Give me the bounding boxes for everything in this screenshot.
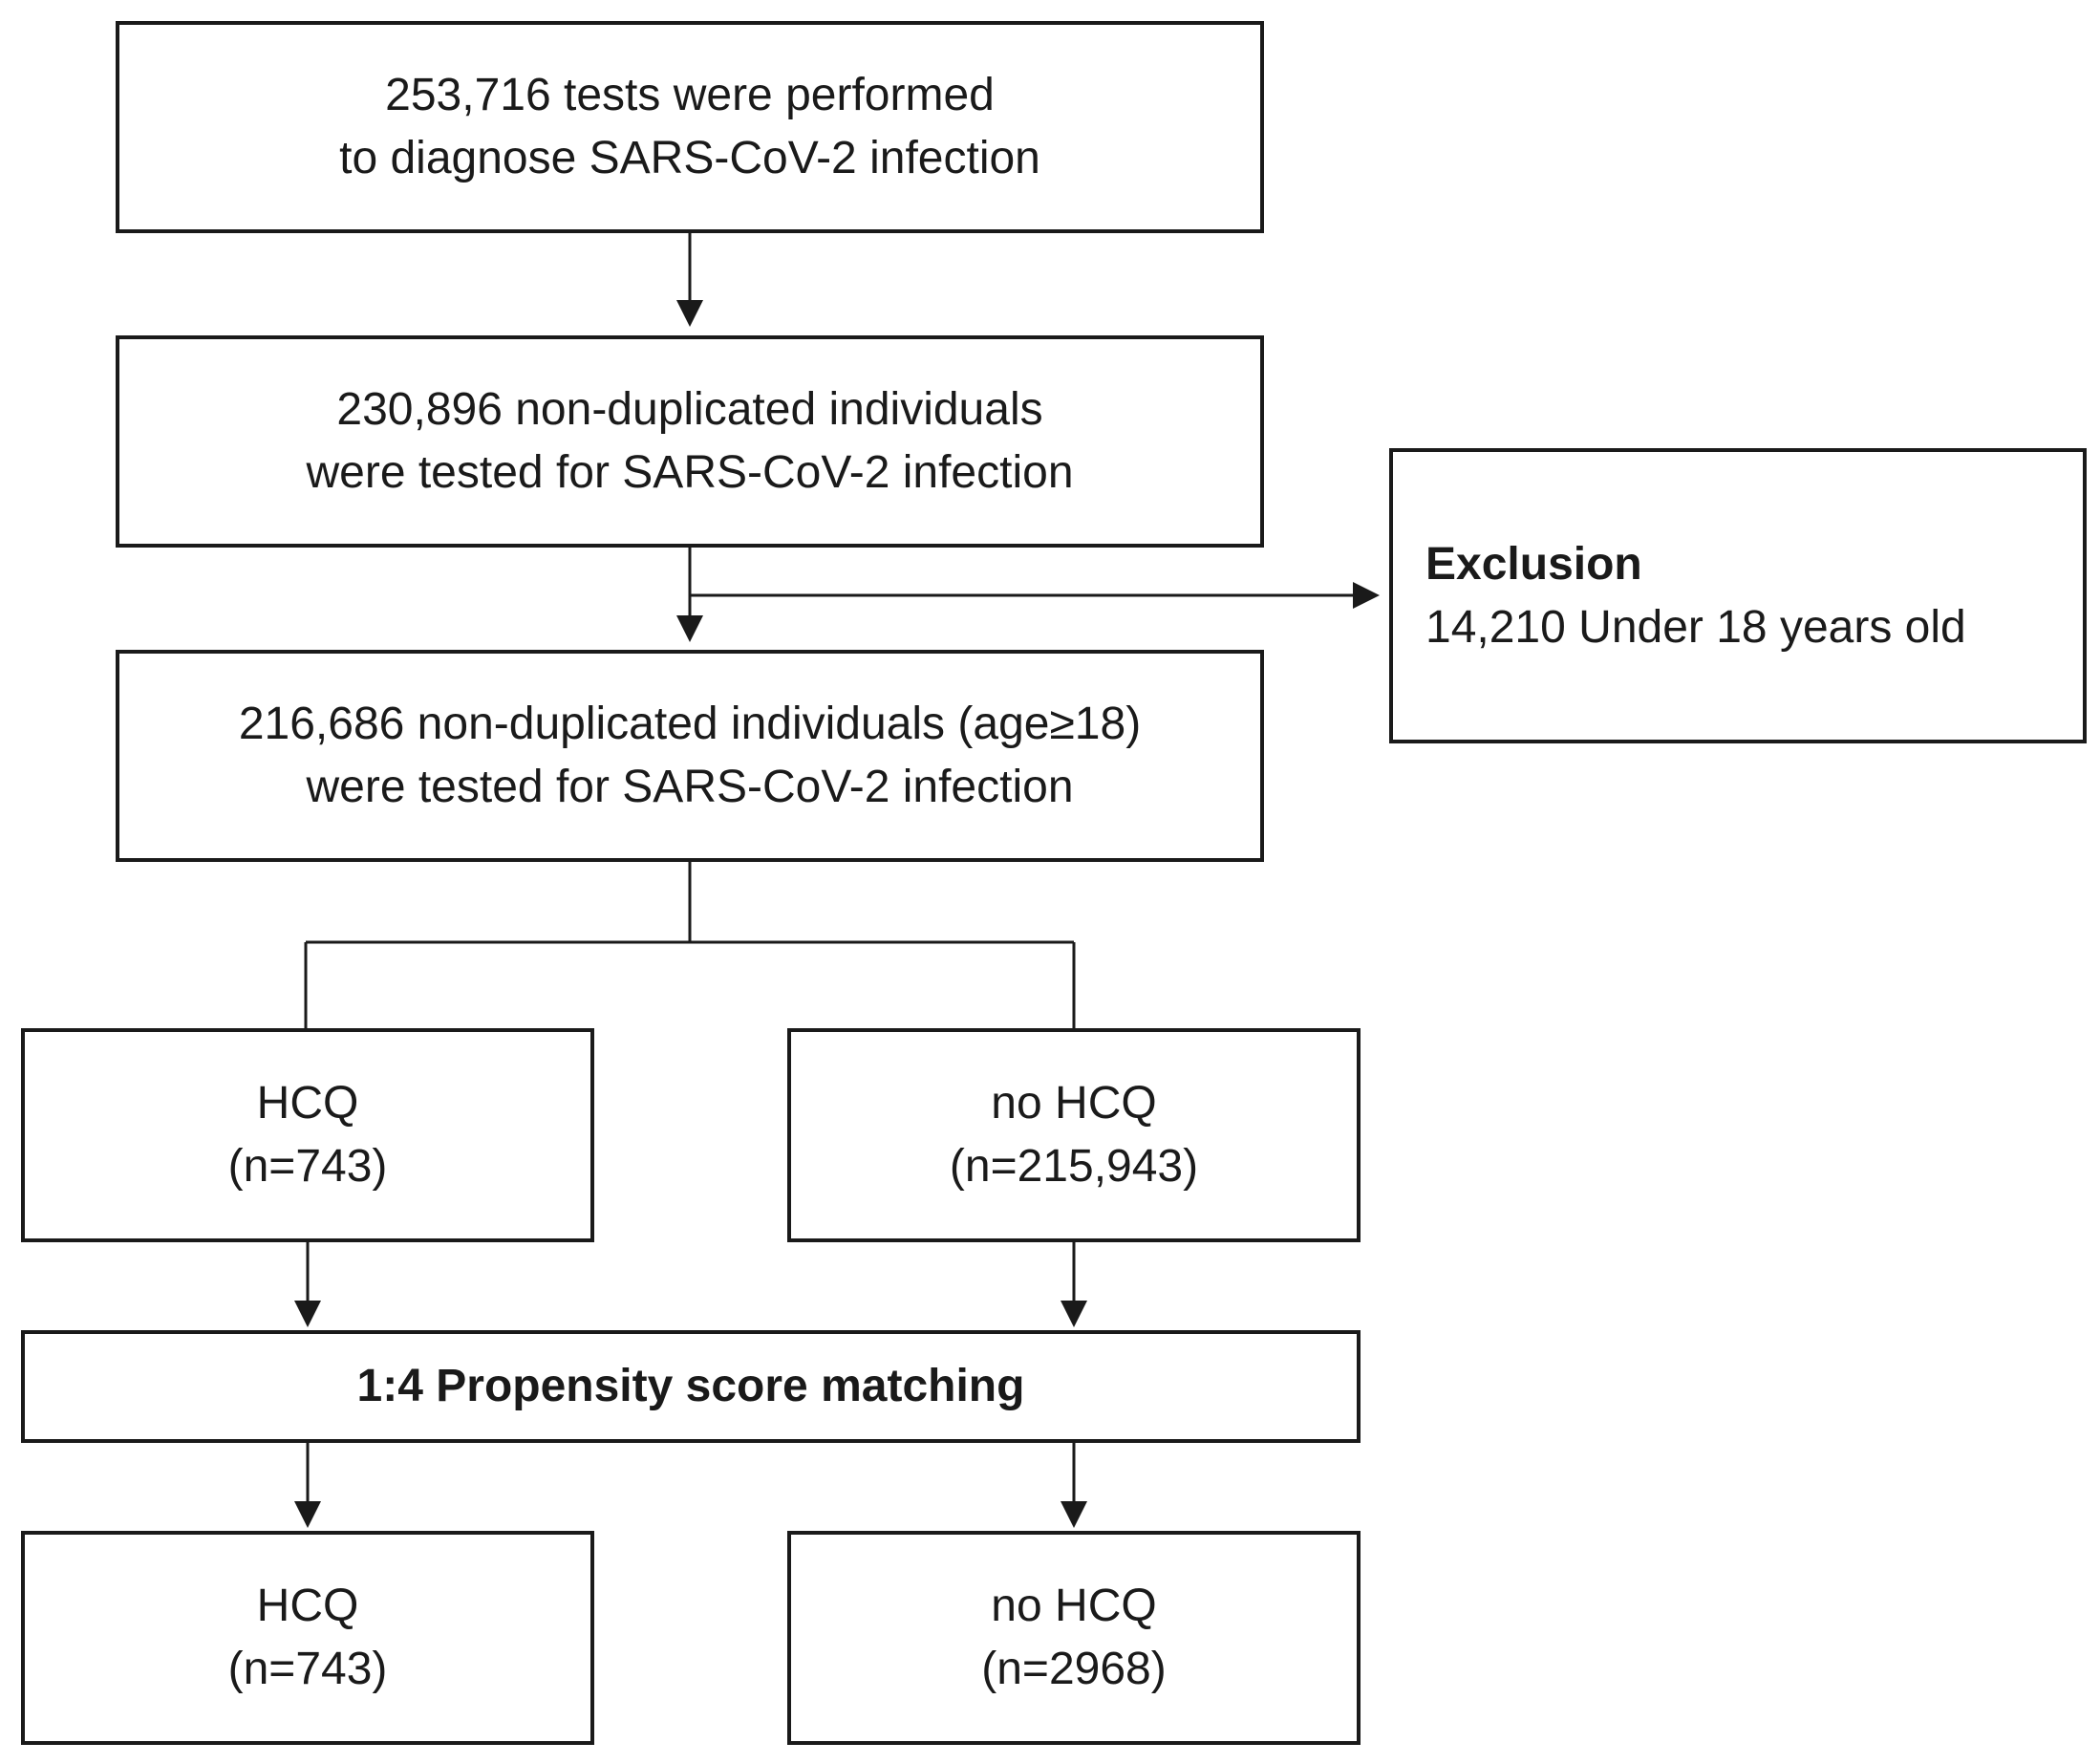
- non-duplicated-line-1: 230,896 non-duplicated individuals: [336, 384, 1043, 435]
- hcq-before-box: HCQ (n=743): [21, 1028, 594, 1242]
- arrowhead-icon: [1353, 582, 1380, 609]
- hcq-before-count: (n=743): [227, 1141, 388, 1192]
- arrowhead-icon: [676, 300, 703, 327]
- tests-line-1: 253,716 tests were performed: [385, 70, 995, 120]
- tests-performed-box: 253,716 tests were performed to diagnose…: [116, 21, 1264, 233]
- hcq-after-label: HCQ: [256, 1581, 359, 1631]
- non-duplicated-box: 230,896 non-duplicated individuals were …: [116, 335, 1264, 548]
- matching-box: 1:4 Propensity score matching: [21, 1330, 1361, 1443]
- no-hcq-after-label: no HCQ: [991, 1581, 1157, 1631]
- arrowhead-icon: [294, 1501, 321, 1528]
- adults-line-2: were tested for SARS-CoV-2 infection: [306, 762, 1074, 812]
- exclusion-detail: 14,210 Under 18 years old: [1425, 601, 1966, 653]
- hcq-after-box: HCQ (n=743): [21, 1531, 594, 1745]
- hcq-after-count: (n=743): [227, 1644, 388, 1694]
- adults-line-1: 216,686 non-duplicated individuals (age≥…: [238, 699, 1142, 749]
- no-hcq-after-box: no HCQ (n=2968): [787, 1531, 1361, 1745]
- arrowhead-icon: [1061, 1301, 1087, 1327]
- hcq-before-label: HCQ: [256, 1078, 359, 1129]
- no-hcq-before-label: no HCQ: [991, 1078, 1157, 1129]
- arrowhead-icon: [676, 615, 703, 642]
- matching-label: 1:4 Propensity score matching: [356, 1361, 1025, 1411]
- no-hcq-after-count: (n=2968): [981, 1644, 1167, 1694]
- no-hcq-before-count: (n=215,943): [949, 1141, 1199, 1192]
- exclusion-box: Exclusion 14,210 Under 18 years old: [1389, 448, 2087, 743]
- arrowhead-icon: [1061, 1501, 1087, 1528]
- no-hcq-before-box: no HCQ (n=215,943): [787, 1028, 1361, 1242]
- tests-line-2: to diagnose SARS-CoV-2 infection: [339, 133, 1040, 183]
- adults-box: 216,686 non-duplicated individuals (age≥…: [116, 650, 1264, 862]
- non-duplicated-line-2: were tested for SARS-CoV-2 infection: [306, 447, 1074, 498]
- exclusion-title: Exclusion: [1425, 538, 1642, 590]
- arrowhead-icon: [294, 1301, 321, 1327]
